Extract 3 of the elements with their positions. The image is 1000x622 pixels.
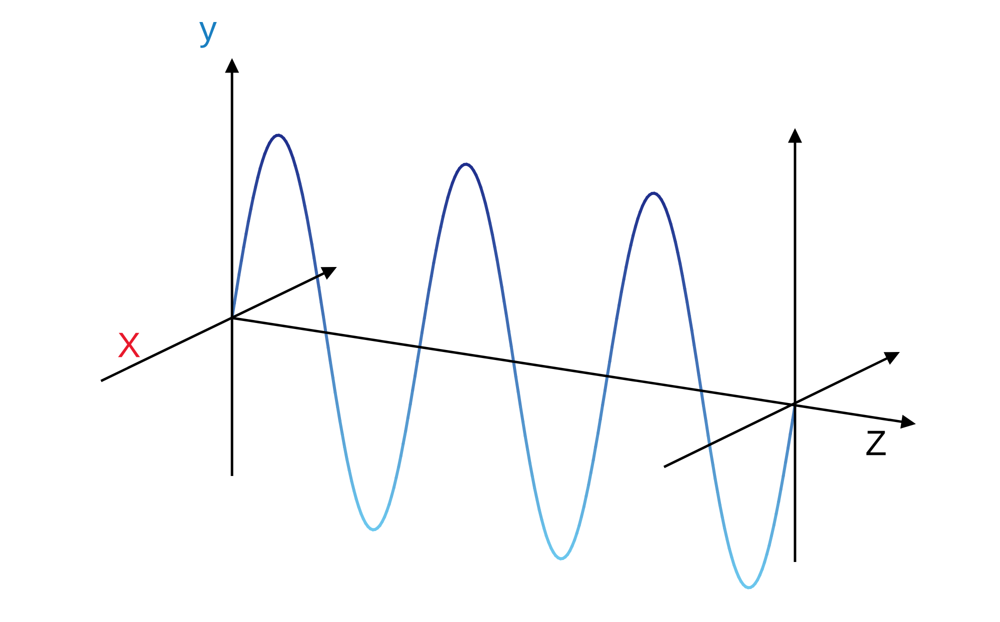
axis-label: Z <box>866 430 886 456</box>
axis-label: y <box>199 22 217 48</box>
axis-label: X <box>118 332 140 358</box>
